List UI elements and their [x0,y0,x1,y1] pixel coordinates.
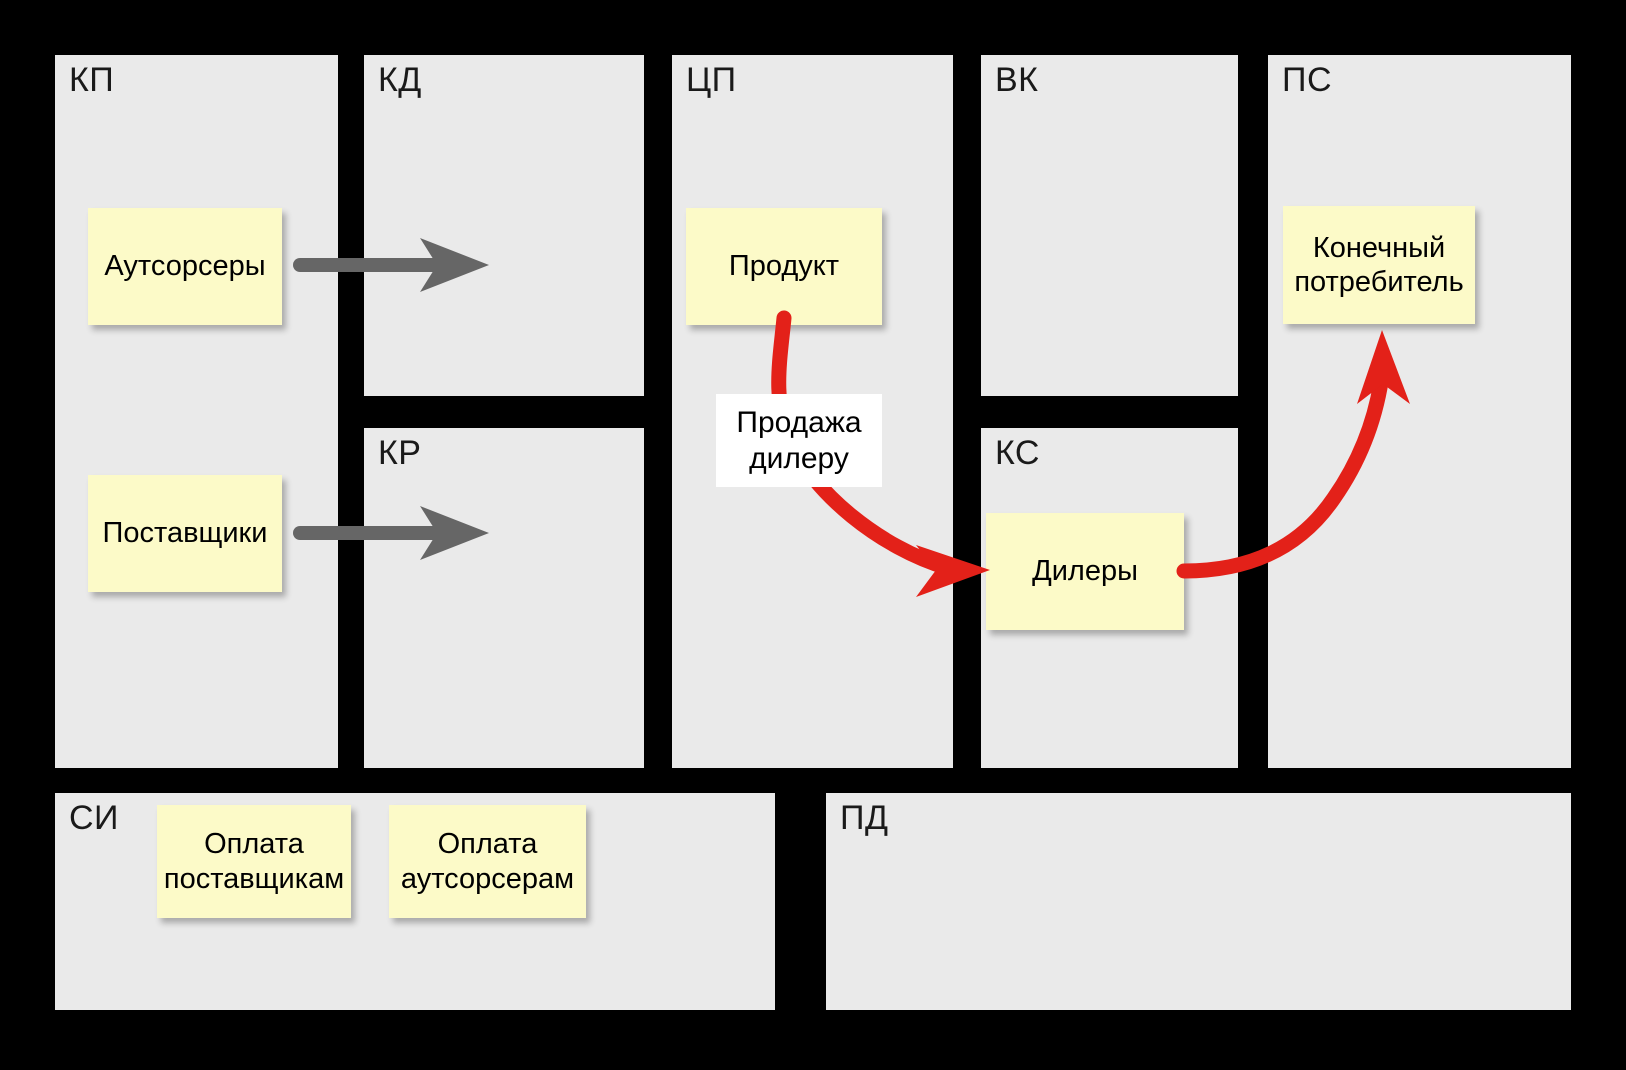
connector-label-text: Продажа дилеру [736,406,862,475]
panel-kr[interactable]: КР [364,428,644,768]
sticky-note-text: Продукт [728,250,840,283]
panel-code-label: ВК [995,61,1039,99]
panel-kd[interactable]: КД [364,55,644,396]
panel-ps[interactable]: ПС [1268,55,1571,768]
sticky-note-text: Поставщики [102,517,268,550]
panel-kp[interactable]: КП [55,55,338,768]
panel-code-label: ПД [840,799,889,837]
sticky-note[interactable]: Оплата поставщикам [157,805,351,918]
sticky-note[interactable]: Аутсорсеры [88,208,282,325]
sticky-note-text: Аутсорсеры [104,250,266,283]
panel-code-label: ПС [1282,61,1332,99]
sticky-note-text: Дилеры [1032,555,1138,588]
sticky-note[interactable]: Продукт [686,208,882,325]
sticky-note[interactable]: Поставщики [88,475,282,592]
sticky-note-text: Оплата аутсорсерам [400,828,575,895]
sticky-note[interactable]: Дилеры [986,513,1184,630]
sticky-note-text: Оплата поставщикам [163,828,345,895]
panel-code-label: КД [378,61,422,99]
panel-code-label: КП [69,61,115,99]
panel-code-label: ЦП [686,61,737,99]
sticky-note[interactable]: Конечный потребитель [1283,206,1475,324]
sticky-note[interactable]: Оплата аутсорсерам [389,805,586,918]
panel-code-label: КР [378,434,422,472]
panel-pd[interactable]: ПД [826,793,1571,1010]
panel-code-label: КС [995,434,1040,472]
panel-vk[interactable]: ВК [981,55,1238,396]
panel-code-label: СИ [69,799,119,837]
connector-label[interactable]: Продажа дилеру [716,394,882,487]
sticky-note-text: Конечный потребитель [1294,231,1464,298]
